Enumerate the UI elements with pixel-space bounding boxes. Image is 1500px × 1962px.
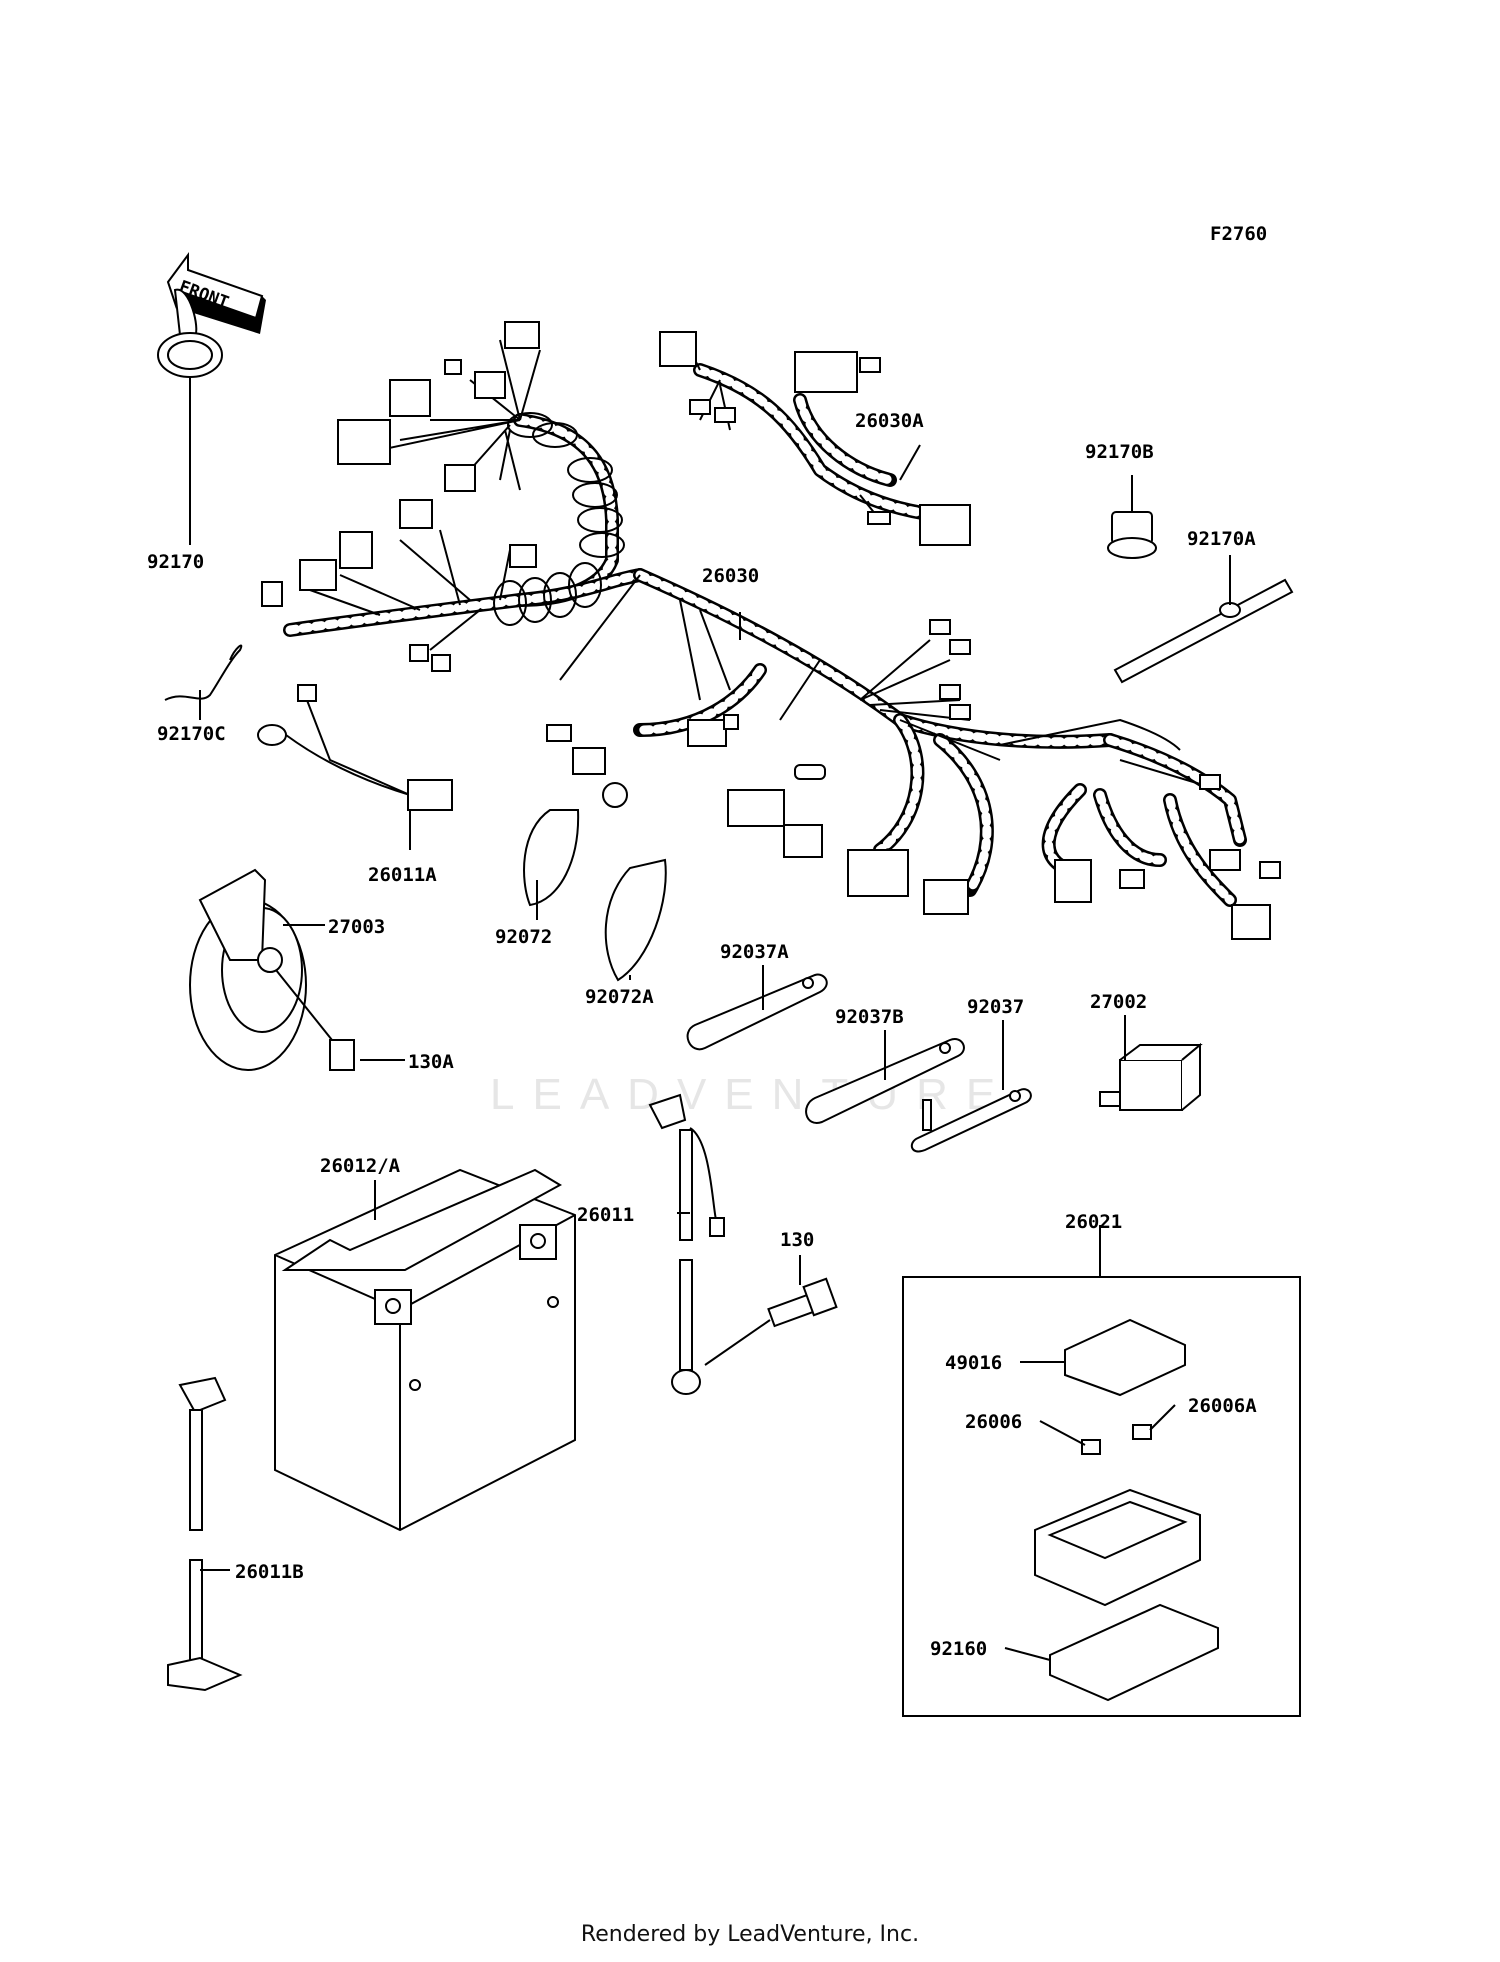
fuse-box-frame [902,1276,1301,1717]
label-26030a: 26030A [855,410,924,432]
footer-credit: Rendered by LeadVenture, Inc. [580,1922,920,1947]
label-26012a: 26012/A [320,1155,401,1177]
label-26006: 26006 [965,1411,1022,1433]
label-92072: 92072 [495,926,552,948]
label-92170a: 92170A [1187,528,1256,550]
lead-26011a [257,684,453,811]
label-27002: 27002 [1090,991,1147,1013]
cable-26011b [167,1376,243,1692]
bolt-130 [704,1277,838,1366]
sub-harness-26030a [659,331,971,546]
label-92037: 92037 [967,996,1024,1018]
strap-92037a [686,973,828,1051]
label-26006a: 26006A [1188,1395,1257,1417]
relay-27002 [1099,1042,1203,1111]
band-92072a [604,858,667,982]
label-92170c: 92170C [157,723,226,745]
label-92072a: 92072A [585,986,654,1008]
figure-code: F2760 [1210,223,1267,245]
label-92170b: 92170B [1085,441,1154,463]
label-26011b: 26011B [235,1561,304,1583]
horn-27003 [189,868,355,1071]
cable-26011 [648,1093,725,1395]
clip-92170b [1107,511,1157,559]
battery-26012a [274,1168,576,1532]
label-26021: 26021 [1065,1211,1122,1233]
fuse-box-26021 [1034,1318,1219,1702]
label-130: 130 [780,1229,814,1251]
clip-92170c [164,644,243,701]
label-27003: 27003 [328,916,385,938]
band-92072 [523,809,580,907]
strap-92037b [805,1038,965,1124]
label-92037a: 92037A [720,941,789,963]
label-130a: 130A [408,1051,454,1073]
strap-92037 [910,1088,1032,1153]
label-92037b: 92037B [835,1006,904,1028]
band-92170a [1113,578,1294,684]
label-49016: 49016 [945,1352,1002,1374]
label-26011a: 26011A [368,864,437,886]
main-wiring-harness [261,321,1281,940]
label-92160: 92160 [930,1638,987,1660]
label-26011: 26011 [577,1204,634,1226]
label-26030: 26030 [702,565,759,587]
label-92170: 92170 [147,551,204,573]
leader-lines [189,377,1231,1661]
